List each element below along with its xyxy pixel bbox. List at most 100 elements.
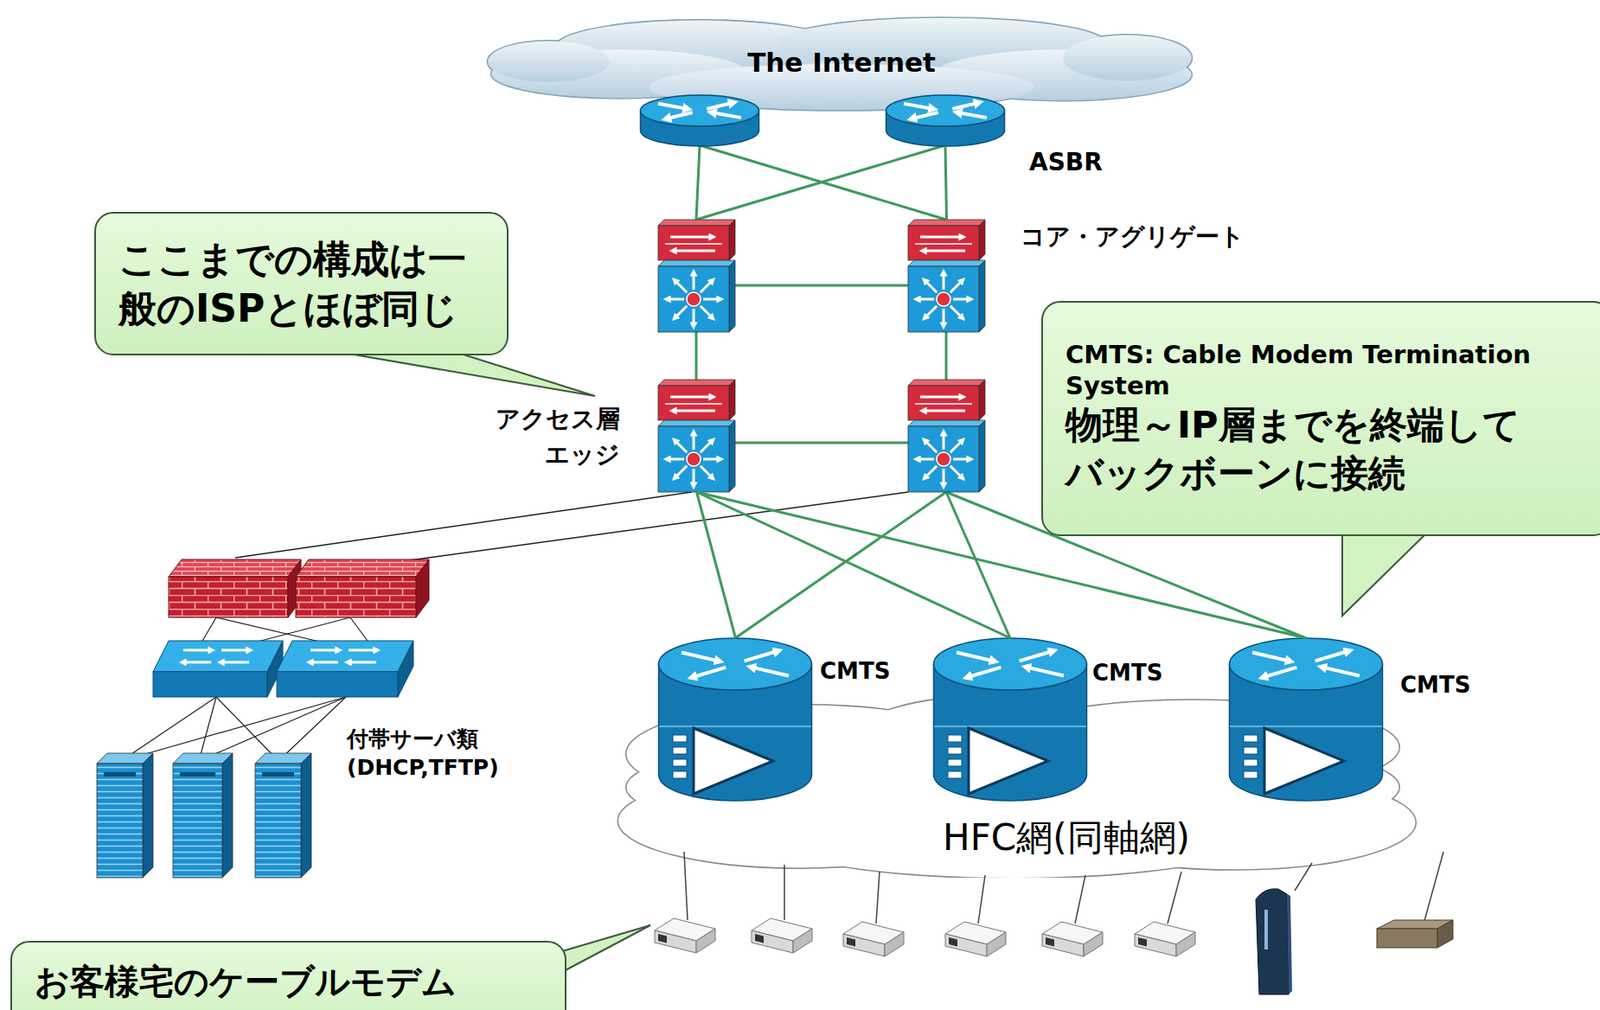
- cable-modem: [945, 921, 1006, 957]
- services-module-side: [979, 379, 986, 421]
- icon-arrow: [675, 281, 687, 293]
- core-access-wire: [695, 332, 698, 380]
- icon-arrow: [675, 466, 687, 478]
- services-module-front: [908, 385, 980, 421]
- firewall-front: [295, 576, 416, 618]
- callout-box: お客様宅のケーブルモデム: [10, 940, 567, 1010]
- drop-cable: [783, 864, 786, 921]
- layer3-switch-side: [979, 420, 986, 493]
- services-module: [658, 379, 736, 421]
- server-tower-front: [255, 763, 301, 878]
- services-module-front: [658, 385, 730, 421]
- icon-arrow: [700, 306, 712, 318]
- icon-arrow: [692, 667, 726, 678]
- tower-modem-leds: [1264, 909, 1268, 950]
- access-cmts-wire: [735, 492, 947, 639]
- modem-front: [945, 934, 987, 957]
- wire: [121, 697, 217, 762]
- icon-arrow: [967, 667, 1001, 678]
- cable-modem: [751, 918, 813, 954]
- icon-arrow: [1322, 667, 1359, 677]
- callout-text: CMTS: Cable Modem Termination System: [1065, 339, 1576, 403]
- server-tower-side: [142, 753, 154, 878]
- firewall: [295, 559, 429, 618]
- modem-side: [696, 928, 716, 954]
- services-module: [908, 379, 986, 421]
- icon-arrow: [953, 298, 970, 301]
- services-module-top: [908, 219, 986, 226]
- cable-modem: [1042, 921, 1103, 957]
- icon-arrow: [958, 112, 987, 118]
- server-tower: [255, 753, 312, 878]
- layer3-switch: [658, 260, 736, 333]
- device-label: CMTS: [1400, 671, 1471, 701]
- layer3-switch-top: [908, 420, 986, 427]
- firewall-top: [295, 559, 429, 577]
- server-tower-front: [172, 763, 223, 878]
- device-label: CMTS: [819, 657, 890, 687]
- uplink-wire: [696, 145, 946, 220]
- modem-top: [654, 918, 716, 941]
- cloud-label: The Internet: [484, 44, 1199, 80]
- module-bar: [665, 243, 723, 245]
- icon-arrow: [942, 308, 946, 326]
- access-link-wire: [735, 441, 909, 445]
- device-node: CMTS: [1229, 638, 1383, 801]
- device-node: 付帯サーバ類 (DHCP,TFTP): [96, 753, 312, 878]
- modem-face: [846, 937, 856, 947]
- icon-arrow: [923, 249, 966, 253]
- services-module-side: [729, 379, 736, 421]
- server-uplink-wire: [235, 492, 692, 558]
- services-module-top: [658, 379, 736, 386]
- cmts-device-top: [934, 638, 1088, 691]
- server-slot: [262, 772, 295, 777]
- switch-hub: [936, 292, 951, 307]
- icon-arrow: [1252, 652, 1289, 662]
- settop-top: [1376, 920, 1453, 929]
- layer3-switch: [908, 260, 986, 333]
- icon-arrow: [925, 441, 937, 453]
- cloud-node: HFC網(同軸網): [601, 693, 1424, 878]
- server-slot: [103, 772, 136, 777]
- wire: [121, 697, 346, 762]
- icon-arrow: [673, 409, 716, 413]
- firewall: [168, 559, 301, 618]
- icon-arrow: [221, 660, 250, 664]
- cloud-fill: [857, 697, 1120, 775]
- switch-hub: [686, 452, 701, 467]
- icon-arrow: [950, 306, 962, 318]
- callout-text: お客様宅のケーブルモデム: [34, 959, 457, 1005]
- switch-top: [153, 640, 283, 672]
- services-module-side: [729, 219, 736, 261]
- layer3-switch-side: [979, 260, 986, 333]
- switch-hub: [936, 452, 951, 467]
- tower-modem-side: [1278, 889, 1293, 995]
- drop-cable: [978, 875, 986, 924]
- device-label: コア・アグリゲート: [1020, 221, 1245, 253]
- icon-arrow: [942, 433, 946, 450]
- cloud-fill: [487, 40, 609, 83]
- device-label: ASBR: [1029, 147, 1103, 179]
- network-link: [945, 146, 948, 220]
- access-cmts-wire: [946, 492, 1011, 639]
- device-node: CMTS: [934, 638, 1088, 801]
- wire: [216, 617, 342, 647]
- modem-front: [1134, 934, 1177, 957]
- modem-top: [945, 921, 1006, 945]
- icon-arrow: [667, 458, 685, 461]
- modem-face: [1045, 937, 1055, 947]
- device-node: CMTS: [659, 638, 813, 801]
- services-module: [908, 219, 986, 261]
- modem-side: [1176, 932, 1196, 957]
- server-tower-front: [96, 763, 143, 878]
- icon-arrow: [692, 468, 696, 486]
- icon-arrow: [183, 660, 212, 664]
- modem-side: [1083, 932, 1103, 957]
- server-tower: [172, 753, 233, 878]
- cloud-outline: [857, 697, 1120, 775]
- wire: [198, 697, 346, 762]
- cloud-node: The Internet: [484, 15, 1199, 113]
- cmts-device-top: [659, 638, 813, 691]
- device-node: ASBR: [885, 95, 1005, 147]
- icon-arrow: [703, 458, 720, 461]
